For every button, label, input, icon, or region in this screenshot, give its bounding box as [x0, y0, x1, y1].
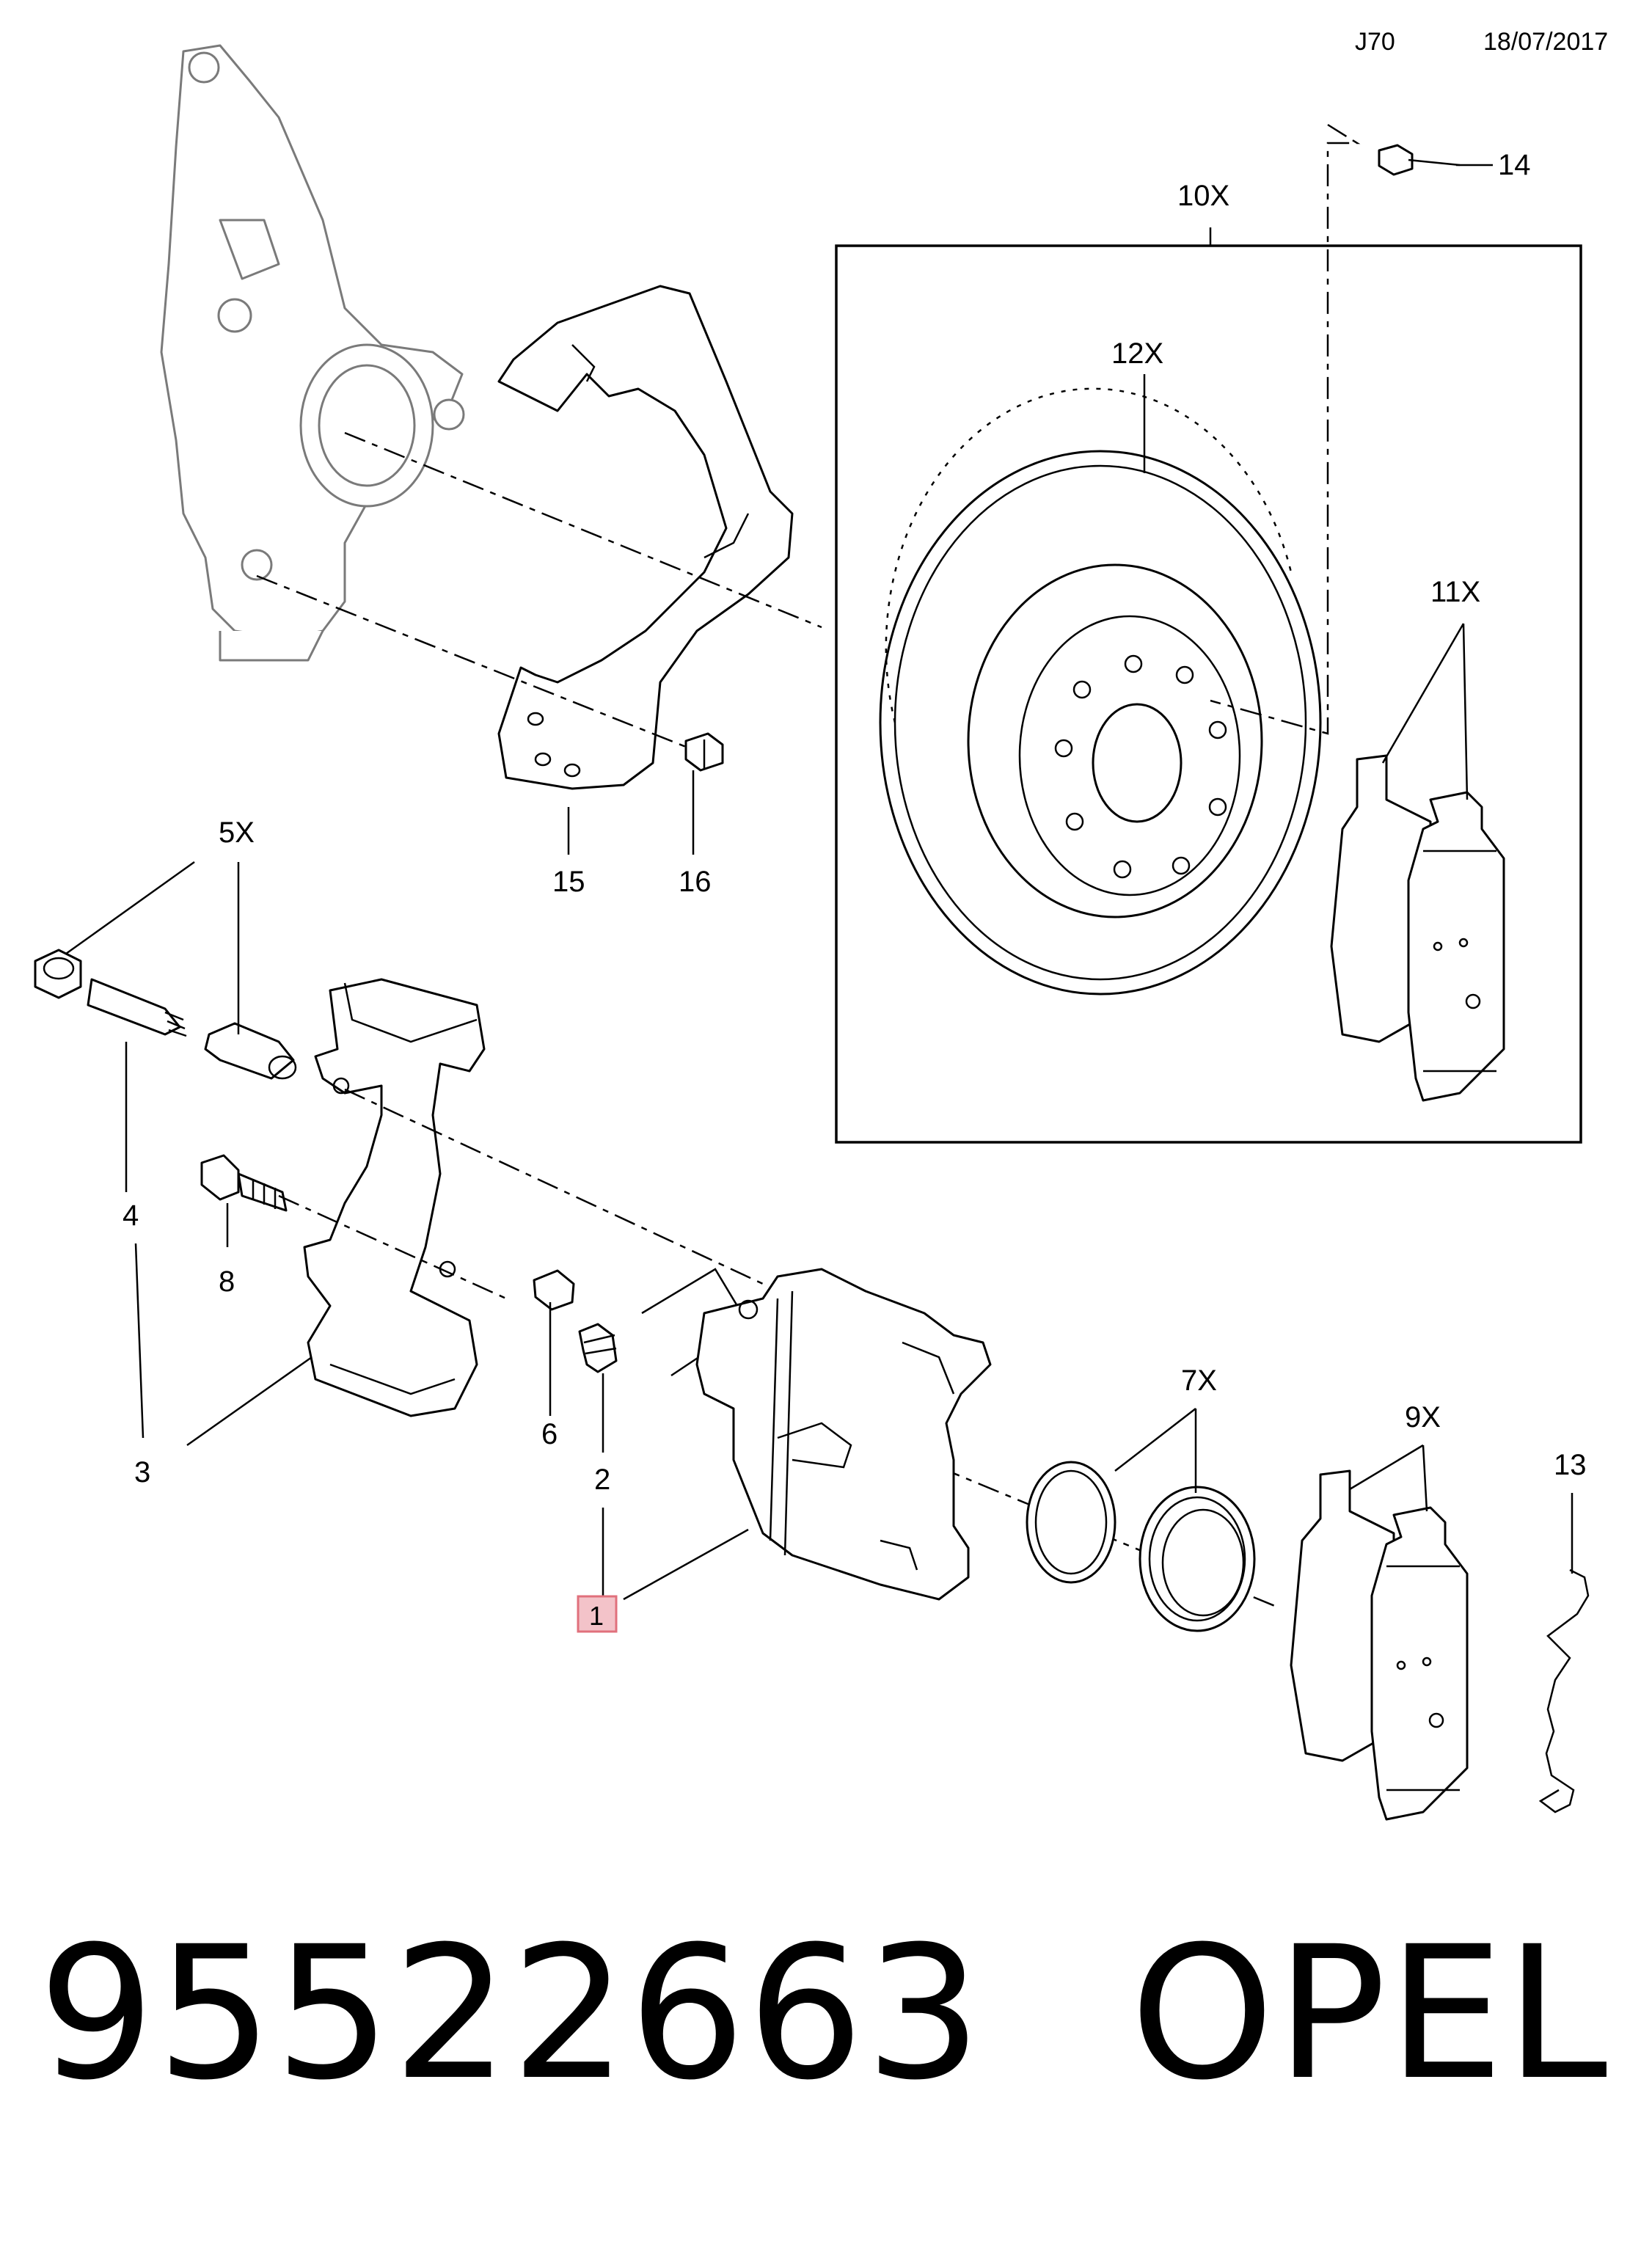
bleeder-screw — [578, 1323, 618, 1373]
caliper-carrier — [303, 978, 486, 1417]
callout-4: 4 — [123, 1199, 139, 1232]
spring-clip — [1538, 1568, 1590, 1813]
callout-13: 13 — [1554, 1449, 1587, 1481]
piston-seal — [1026, 1461, 1116, 1584]
header-date: 18/07/2017 — [1483, 28, 1608, 56]
part-number: 95522663 — [38, 1907, 984, 2120]
guide-pin-axis-line — [344, 1088, 764, 1285]
callout-15: 15 — [552, 866, 585, 898]
carrier-bolt — [200, 1154, 288, 1212]
shield-bolt-axis-line — [256, 574, 690, 750]
shield-bolt — [684, 732, 724, 772]
disc-pad-kit-frame — [835, 244, 1582, 1144]
callout-11x: 11X — [1430, 576, 1480, 608]
callout-12x: 12X — [1111, 337, 1163, 370]
caliper-piston — [1139, 1486, 1256, 1632]
callout-7x: 7X — [1181, 1365, 1217, 1397]
callout-2: 2 — [594, 1464, 610, 1496]
wheel-bolt-axis-line — [1210, 123, 1361, 735]
callout-14: 14 — [1498, 149, 1531, 181]
guide-pin-sleeve — [204, 1022, 297, 1080]
callout-3: 3 — [134, 1456, 150, 1489]
hub-axis-line — [344, 431, 822, 629]
callout-1: 1 — [589, 1601, 604, 1631]
callout-16: 16 — [679, 866, 712, 898]
callout-6: 6 — [541, 1418, 558, 1450]
leader-lines — [65, 164, 1574, 1601]
dust-shield — [497, 285, 794, 790]
bleeder-cap — [533, 1269, 575, 1311]
brake-pads-upper — [1330, 754, 1505, 1102]
brake-disc — [879, 387, 1322, 996]
callout-9x: 9X — [1405, 1401, 1441, 1433]
callout-8: 8 — [219, 1265, 235, 1298]
callout-10x: 10X — [1177, 180, 1229, 212]
brake-pads-lower — [1290, 1469, 1469, 1821]
header-code: J70 — [1355, 28, 1395, 56]
guide-pin — [87, 978, 187, 1037]
callout-1-highlight — [577, 1595, 618, 1633]
callout-5x: 5X — [219, 817, 255, 849]
wheel-bolt — [1378, 144, 1461, 176]
caliper-housing — [695, 1268, 992, 1601]
brand-name: OPEL — [1130, 1907, 1609, 2120]
steering-knuckle — [160, 44, 465, 662]
guide-pin-boot — [34, 949, 82, 999]
